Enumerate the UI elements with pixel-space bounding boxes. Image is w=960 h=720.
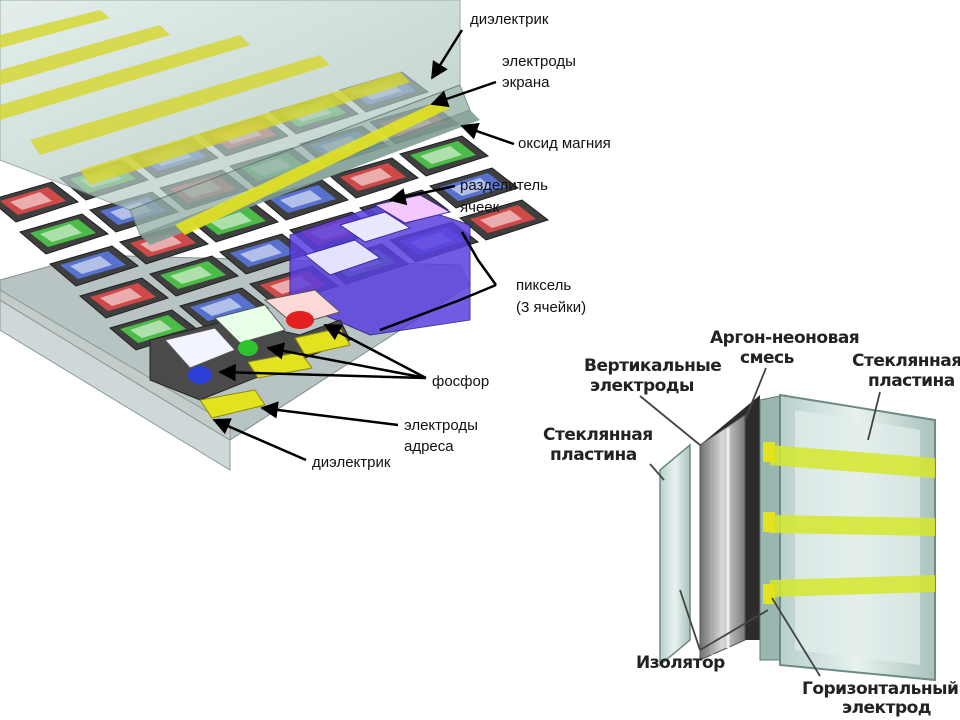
phosphor-green-dot bbox=[238, 340, 258, 356]
cell-glare bbox=[140, 234, 182, 252]
label-argon-neon-line2: смесь bbox=[740, 348, 794, 368]
pixel-cell-1 bbox=[303, 239, 382, 276]
cell-glare bbox=[450, 178, 492, 196]
electrode-contact-2 bbox=[763, 512, 775, 532]
front-cell-green bbox=[214, 304, 286, 344]
label-horizontal-electrode-line2: электрод bbox=[842, 698, 931, 718]
cell-glare bbox=[420, 146, 462, 164]
cell-glare bbox=[480, 210, 522, 228]
vertical-electrodes-layer bbox=[699, 414, 746, 661]
phosphor-blue-dot bbox=[188, 366, 212, 384]
front-cell-white bbox=[164, 327, 236, 369]
plasma-panel-diagram: диэлектрик электроды экрана оксид магния… bbox=[0, 0, 611, 471]
right-leader-lines bbox=[639, 367, 881, 677]
glass-panel-layers-diagram: Аргон-неоновая смесь Вертикальные электр… bbox=[543, 328, 960, 718]
front-cell-red bbox=[263, 289, 342, 326]
label-screen-electrodes-line1: электроды bbox=[502, 53, 576, 70]
cell-glare bbox=[170, 266, 212, 284]
screen-electrode-strips bbox=[0, 10, 450, 235]
cell-glare bbox=[70, 256, 112, 274]
label-screen-electrodes-line2: экрана bbox=[502, 74, 550, 91]
electrode-contact-1 bbox=[763, 442, 775, 462]
cell-glare bbox=[40, 224, 82, 242]
label-vertical-electrodes-line1: Вертикальные bbox=[584, 356, 721, 376]
cell-glare bbox=[280, 190, 322, 208]
label-vertical-electrodes-line2: электроды bbox=[590, 376, 694, 396]
label-argon-neon-line1: Аргон-неоновая bbox=[710, 328, 859, 348]
label-insulator: Изолятор bbox=[636, 653, 725, 673]
left-glass-plate bbox=[659, 443, 691, 667]
label-cell-separator-line2: ячеек bbox=[460, 199, 500, 216]
left-callout-arrows bbox=[212, 29, 515, 462]
label-cell-separator-line1: разделитель bbox=[460, 177, 548, 194]
phosphor-red-dot bbox=[286, 311, 314, 329]
label-pixel-line1: пиксель bbox=[516, 277, 571, 294]
label-dielectric-bottom: диэлектрик bbox=[312, 454, 391, 471]
label-horizontal-electrode-line1: Горизонтальный bbox=[802, 679, 958, 699]
label-pixel-line2: (3 ячейки) bbox=[516, 299, 586, 316]
cell-glare bbox=[100, 288, 142, 306]
label-glass-plate-right-line2: пластина bbox=[868, 371, 955, 391]
cell-glare bbox=[240, 244, 282, 262]
cell-glare bbox=[200, 298, 242, 316]
label-glass-plate-left-line1: Стеклянная bbox=[543, 425, 653, 445]
label-magnesium-oxide: оксид магния bbox=[518, 135, 611, 152]
cell-glare bbox=[350, 168, 392, 186]
cell-glare bbox=[210, 212, 252, 230]
label-address-electrodes-line2: адреса bbox=[404, 438, 454, 455]
label-glass-plate-left-line2: пластина bbox=[550, 445, 637, 465]
cell-glare bbox=[10, 192, 52, 210]
right-glass-plate-inner bbox=[795, 410, 920, 665]
horizontal-electrode-strips bbox=[770, 445, 935, 597]
label-address-electrodes-line1: электроды bbox=[404, 417, 478, 434]
label-glass-plate-right-line1: Стеклянная bbox=[852, 351, 960, 371]
label-phosphor: фосфор bbox=[432, 373, 489, 390]
pixel-cell-2 bbox=[338, 211, 412, 243]
label-dielectric-top: диэлектрик bbox=[470, 11, 549, 28]
cell-glare bbox=[130, 320, 172, 338]
